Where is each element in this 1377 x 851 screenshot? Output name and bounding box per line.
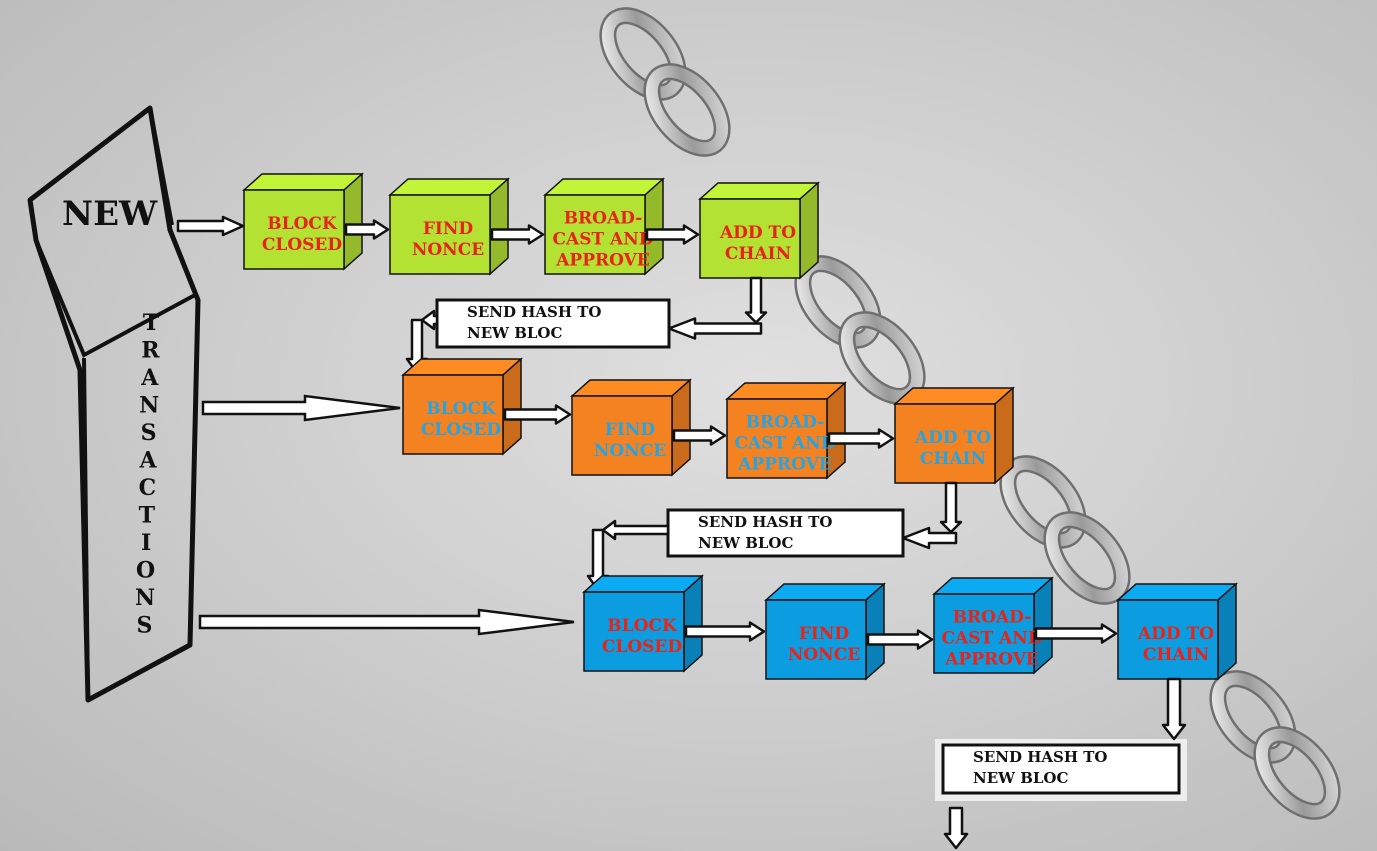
flow-arrow: [672, 425, 727, 446]
flow-arrow: [866, 629, 934, 650]
transactions-letter: N: [135, 585, 155, 611]
block-label: BROAD-: [953, 608, 1032, 628]
block-label: BLOCK: [426, 399, 497, 419]
flow-arrow: [503, 404, 572, 425]
flow-arrow: [684, 621, 766, 642]
block-label: CHAIN: [920, 449, 986, 469]
transactions-letter: A: [140, 365, 159, 391]
block-label: BROAD-: [746, 413, 825, 433]
block-label: ADD TO: [719, 223, 796, 243]
chain-link-icon: [999, 455, 1131, 605]
block-label: CLOSED: [602, 637, 683, 657]
flow-arrow: [827, 428, 895, 449]
transactions-letter: I: [141, 530, 151, 556]
send-hash-label: NEW BLOC: [467, 324, 563, 342]
send-hash-label: NEW BLOC: [973, 769, 1069, 787]
new-label: NEW: [62, 194, 158, 234]
flow-arrow: [645, 224, 700, 245]
block-label: BROAD-: [564, 209, 643, 229]
flow-arrow: [601, 519, 670, 541]
chain-link-icon: [599, 7, 731, 157]
block-label: CHAIN: [725, 244, 791, 264]
send-hash-box: SEND HASH TO NEW BLOC: [435, 298, 671, 349]
block-label: FIND: [605, 420, 656, 440]
block-label: FIND: [423, 219, 474, 239]
transactions-letter: T: [143, 310, 160, 336]
chain-links: [599, 7, 1341, 820]
flow-arrow: [344, 219, 390, 240]
block-label: ADD TO: [914, 428, 991, 448]
block-label: APPROVE: [944, 650, 1039, 670]
send-hash-label: SEND HASH TO: [973, 748, 1107, 766]
send-hash-label: SEND HASH TO: [698, 513, 832, 531]
send-hash-box: SEND HASH TO NEW BLOC: [666, 508, 905, 558]
transactions-letter: T: [139, 503, 156, 529]
flow-arrow: [939, 481, 963, 534]
block-label: CLOSED: [262, 235, 343, 255]
block-label: ADD TO: [1137, 624, 1214, 644]
block-label: NONCE: [788, 645, 860, 665]
transactions-letter: C: [139, 475, 157, 501]
block-label: CAST AND: [552, 230, 653, 250]
transactions-letter: S: [141, 420, 157, 446]
flow-arrow: [1034, 623, 1118, 644]
block-label: BLOCK: [607, 616, 678, 636]
block-label: CAST AND: [941, 629, 1042, 649]
flow-arrow: [201, 394, 401, 422]
block-label: CAST AND: [734, 434, 835, 454]
block-label: BLOCK: [267, 214, 338, 234]
flow-arrow: [198, 608, 575, 636]
block-label: APPROVE: [737, 455, 832, 475]
flow-arrow: [490, 224, 545, 245]
block-label: NONCE: [594, 441, 666, 461]
block-label: FIND: [799, 624, 850, 644]
block-label: APPROVE: [555, 251, 650, 271]
flow-arrow: [901, 526, 958, 550]
transactions-letter: R: [141, 338, 160, 364]
transactions-letter: N: [139, 393, 159, 419]
transactions-letter: S: [136, 613, 152, 639]
transactions-letter: O: [136, 558, 155, 584]
chain-link-icon: [1209, 670, 1341, 820]
flow-arrow: [667, 317, 763, 340]
flow-arrow: [744, 276, 768, 324]
block-label: CLOSED: [421, 420, 502, 440]
flow-arrow: [1161, 677, 1187, 741]
flow-arrow: [420, 309, 439, 331]
transactions-letter: A: [138, 448, 157, 474]
send-hash-box: SEND HASH TO NEW BLOC: [941, 743, 1181, 795]
block-label: CHAIN: [1143, 645, 1209, 665]
flow-arrow: [943, 806, 969, 850]
block-label: NONCE: [412, 240, 484, 260]
send-hash-label: NEW BLOC: [698, 534, 794, 552]
send-hash-label: SEND HASH TO: [467, 303, 601, 321]
flow-arrow: [176, 215, 245, 237]
